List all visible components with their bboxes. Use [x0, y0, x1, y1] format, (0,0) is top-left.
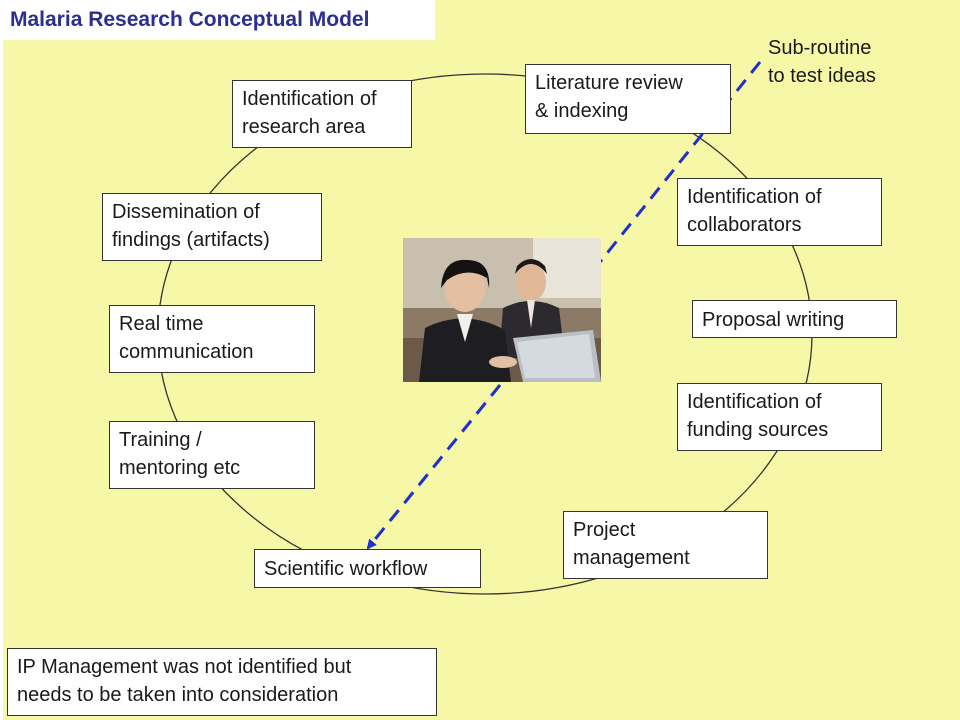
node-identification-research-area: Identification of research area: [232, 80, 412, 148]
node-scientific-workflow: Scientific workflow: [254, 549, 481, 588]
node-literature-review: Literature review & indexing: [525, 64, 731, 134]
business-people-photo: [403, 238, 601, 382]
subroutine-label: Sub-routine to test ideas: [768, 37, 876, 87]
page-title: Malaria Research Conceptual Model: [0, 0, 435, 40]
subroutine-dashed-line: [598, 61, 762, 263]
node-project-management: Project management: [563, 511, 768, 579]
node-identification-funding: Identification of funding sources: [677, 383, 882, 451]
node-proposal-writing: Proposal writing: [692, 300, 897, 338]
node-real-time-communication: Real time communication: [109, 305, 315, 373]
node-dissemination: Dissemination of findings (artifacts): [102, 193, 322, 261]
node-training-mentoring: Training / mentoring etc: [109, 421, 315, 489]
ip-management-note: IP Management was not identified but nee…: [7, 648, 437, 716]
left-edge-rule: [0, 0, 3, 720]
subroutine-dashed-arrow: [366, 384, 502, 550]
node-identification-collaborators: Identification of collaborators: [677, 178, 882, 246]
